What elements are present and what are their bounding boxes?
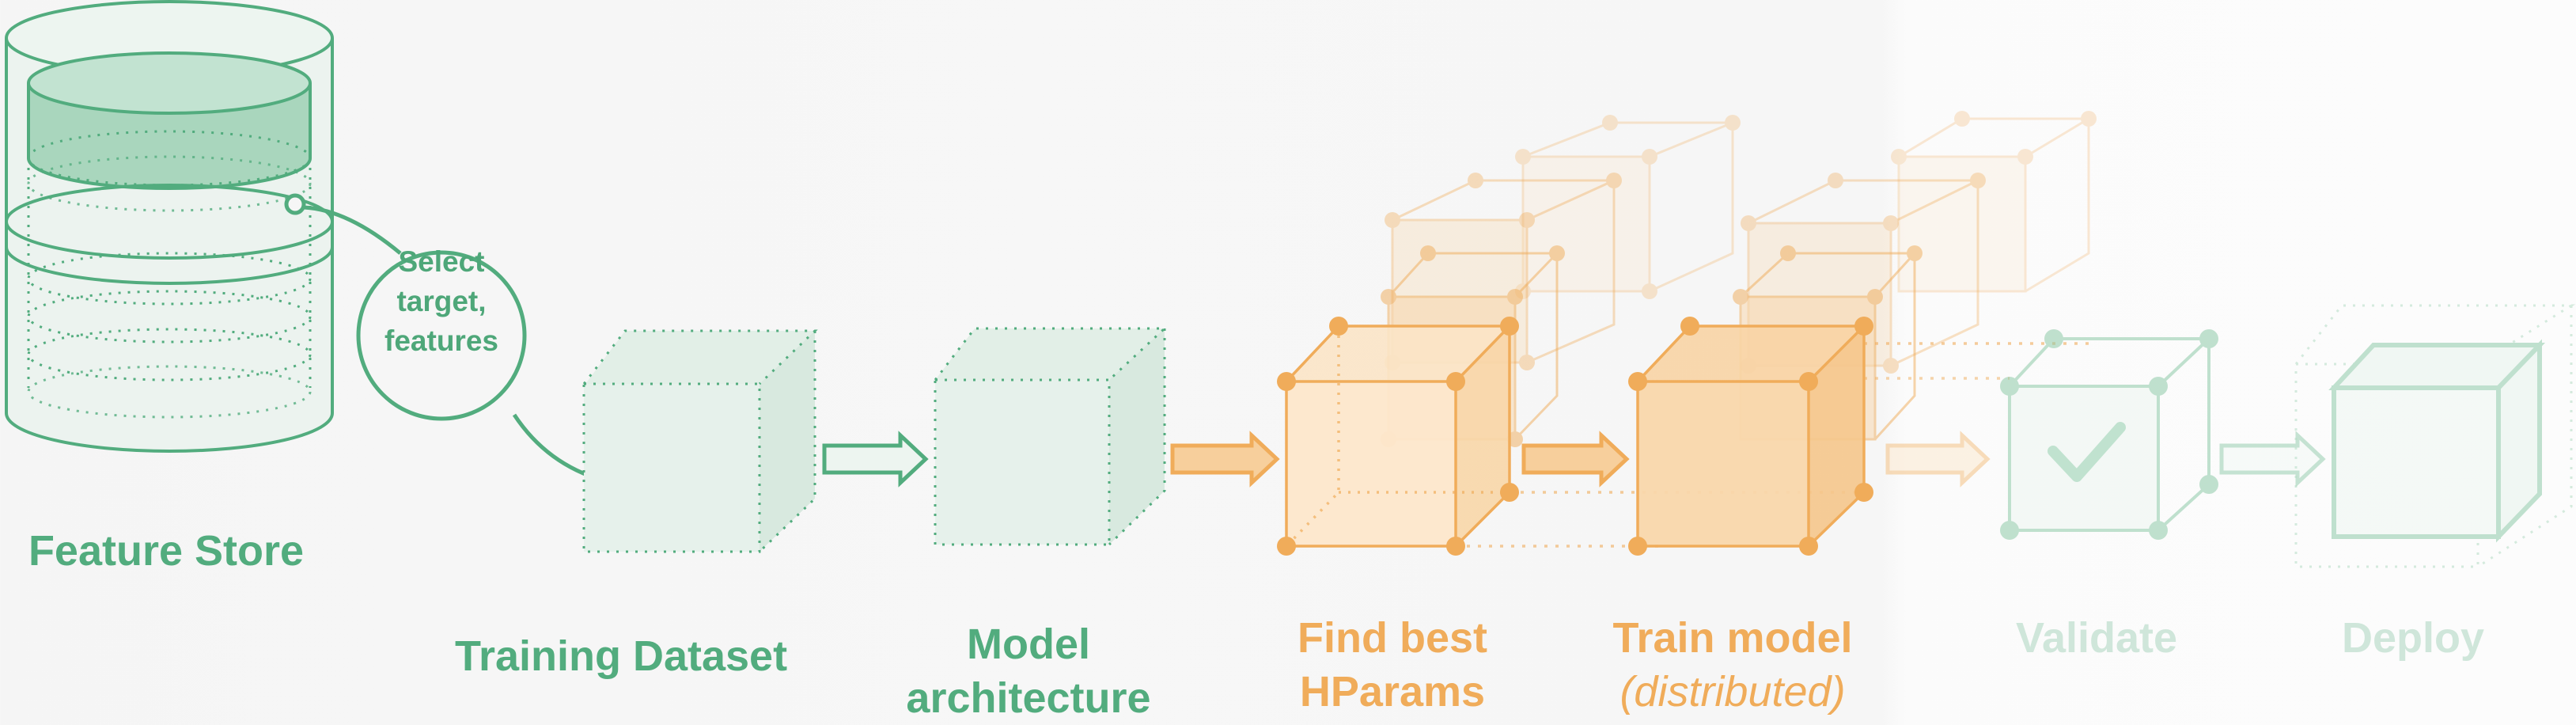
training-dataset-label: Training Dataset xyxy=(454,632,788,680)
train-cube-icon xyxy=(1628,317,2089,556)
validate-cube-icon xyxy=(2000,329,2218,540)
train-model-line-1: Train model xyxy=(1612,614,1853,662)
deploy-cube-icon xyxy=(2294,304,2576,568)
arrow-right-icon xyxy=(822,431,929,488)
arrow-right-icon xyxy=(2219,431,2326,488)
hparam-cube-icon-faded xyxy=(1515,115,1741,299)
find-best-hparams-line-1: Find best xyxy=(1297,614,1487,662)
model-cube-icon xyxy=(934,327,1168,546)
arrow-right-icon xyxy=(1521,431,1630,488)
model-architecture-line-1: Model xyxy=(967,621,1090,668)
callout-line-3: features xyxy=(385,325,498,357)
arrow-right-icon xyxy=(1170,431,1280,488)
deploy-label: Deploy xyxy=(2341,614,2485,662)
select-features-callout: Select target, features xyxy=(362,242,521,432)
callout-line-1: Select xyxy=(398,245,485,278)
dataset-cube-icon xyxy=(582,329,818,553)
checkmark-icon xyxy=(2048,422,2126,482)
train-model-label: Train model (distributed) xyxy=(1606,611,1859,719)
arrow-right-icon xyxy=(1885,431,1991,488)
validate-label: Validate xyxy=(2015,614,2178,662)
model-architecture-line-2: architecture xyxy=(906,674,1151,722)
feature-store-label: Feature Store xyxy=(28,527,305,575)
find-best-hparams-line-2: HParams xyxy=(1299,668,1486,716)
database-cylinder-icon xyxy=(5,0,334,453)
callout-line-2: target, xyxy=(396,285,487,317)
find-best-hparams-label: Find best HParams xyxy=(1282,611,1503,719)
train-cube-icon-faded xyxy=(1891,111,2097,293)
model-architecture-label: Model architecture xyxy=(894,617,1163,725)
hparam-cube-icon xyxy=(1277,317,1867,556)
train-model-line-2: (distributed) xyxy=(1619,668,1846,716)
